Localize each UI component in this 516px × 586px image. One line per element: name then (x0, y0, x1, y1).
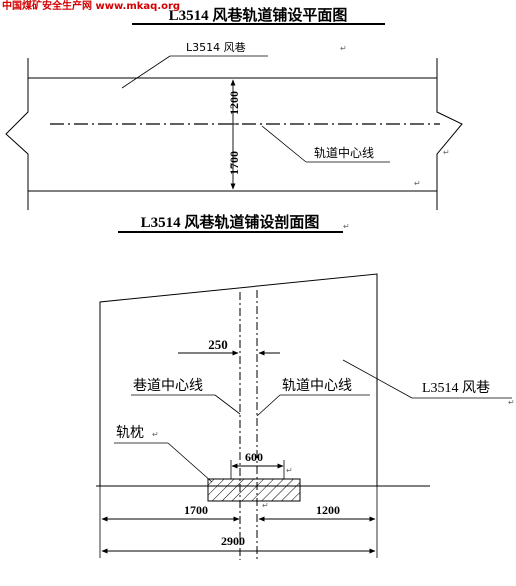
section-roadway-leader (342, 359, 413, 399)
section-roadway-label: L3514 风巷 (422, 380, 490, 396)
paragraph-mark: ↵ (508, 398, 515, 407)
plan-roadway-label: L3514 风巷 (186, 41, 246, 54)
track-center-leader-slant (256, 394, 281, 417)
sleeper-label: 轨枕 (116, 425, 144, 441)
plan-view: L3514 风巷轨道铺设平面图 ↵ L3514 风巷 1200 1700 轨道中… (5, 6, 463, 210)
paragraph-mark: ↵ (262, 501, 269, 510)
section-title: L3514 风巷轨道铺设剖面图 (141, 213, 320, 231)
dim-600-label: 600 (245, 450, 263, 464)
plan-break-right (436, 58, 463, 210)
roadway-center-label: 巷道中心线 (133, 378, 203, 394)
dim-1700-label: 1700 (184, 503, 208, 517)
paragraph-mark: ↵ (152, 430, 159, 439)
plan-track-leader (261, 125, 307, 163)
paragraph-mark: ↵ (343, 222, 350, 231)
plan-roadway-leader (121, 55, 171, 89)
plan-dim-upper: 1200 (227, 91, 241, 115)
plan-break-left (5, 58, 29, 210)
paragraph-mark: ↵ (286, 466, 293, 475)
sleeper-leader (167, 442, 213, 483)
paragraph-mark: ↵ (340, 44, 347, 53)
plan-dim-lower: 1700 (227, 151, 241, 175)
section-view: L3514 风巷轨道铺设剖面图 ↵ 250 巷道中心线 轨道中心线 L3514 … (96, 213, 515, 560)
paragraph-mark: ↵ (443, 148, 450, 157)
paragraph-mark: ↵ (414, 179, 421, 188)
dim-2900-label: 2900 (221, 534, 245, 548)
dim-1200-label: 1200 (316, 503, 340, 517)
watermark-text: 中国煤矿安全生产网 www.mkaq.org (2, 0, 180, 12)
sleeper (207, 478, 301, 502)
section-roadway-outline (99, 273, 378, 486)
plan-track-label: 轨道中心线 (314, 145, 374, 160)
roadway-center-leader-slant (214, 394, 241, 415)
track-center-label: 轨道中心线 (282, 378, 352, 394)
dim-250-label: 250 (208, 337, 228, 352)
plan-title: L3514 风巷轨道铺设平面图 (169, 6, 348, 24)
